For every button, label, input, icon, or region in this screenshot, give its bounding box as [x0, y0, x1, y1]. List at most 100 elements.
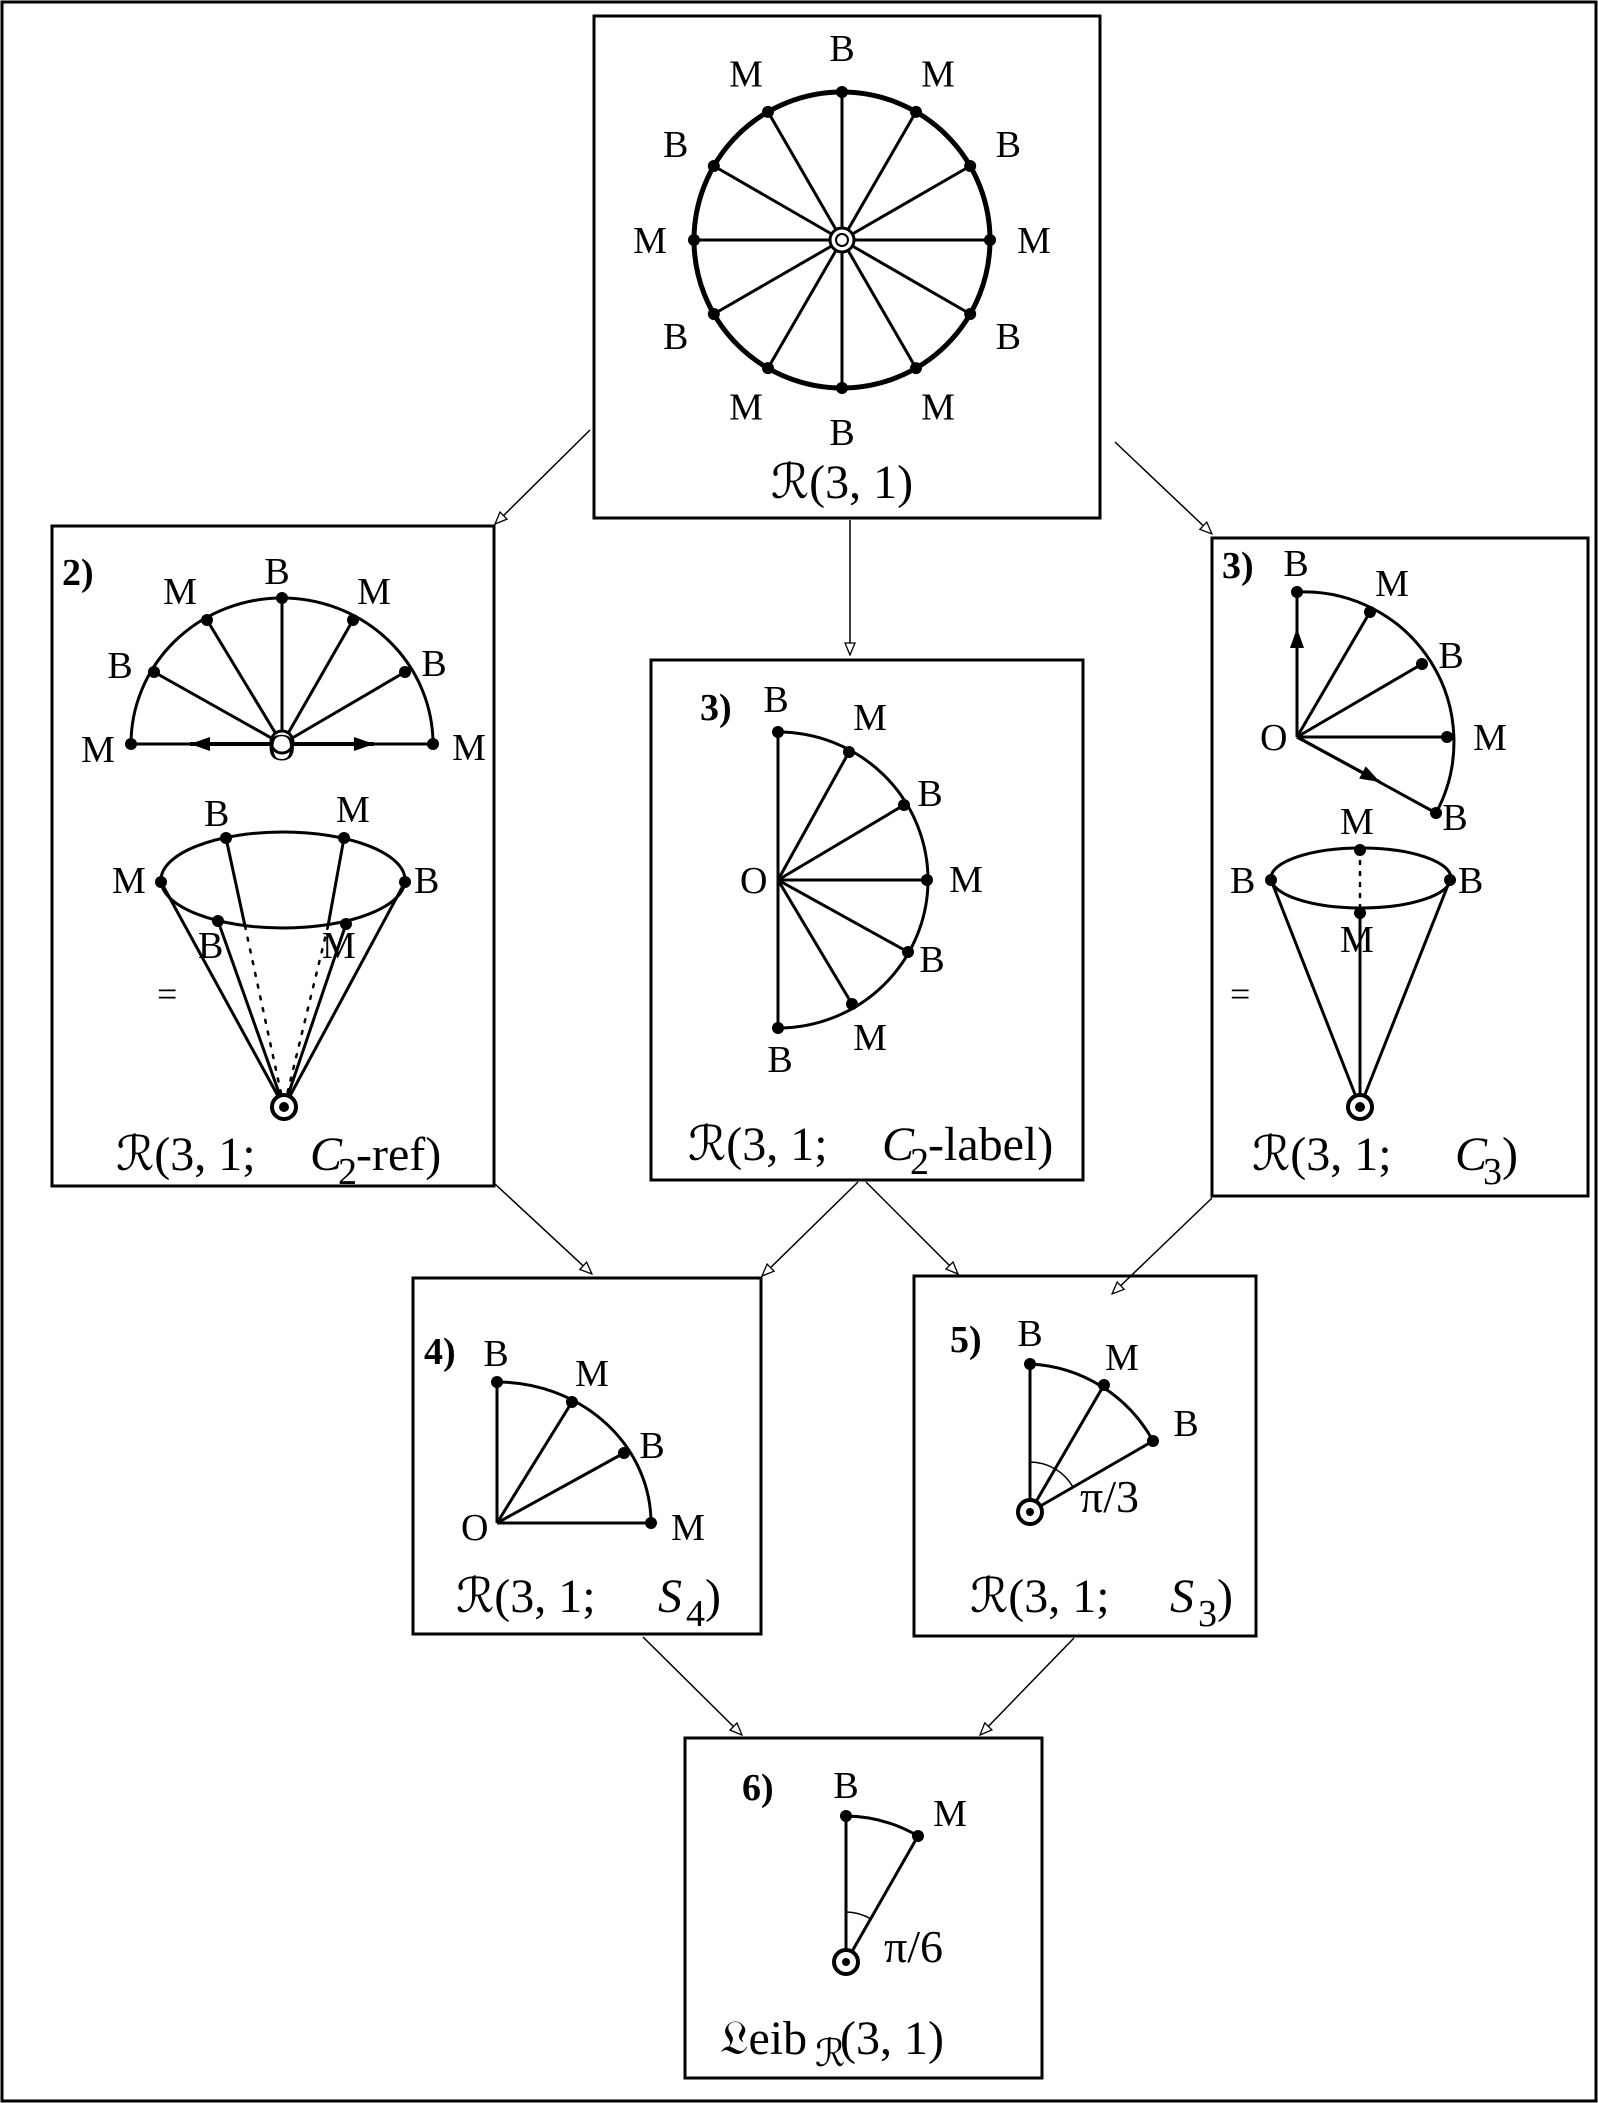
- panel-1-spoke: [841, 164, 971, 242]
- panel-4-caption-end: ): [705, 1570, 721, 1623]
- panel-3-right-spokes: [1291, 586, 1453, 819]
- panel-3-right-caption-c: C: [1455, 1128, 1488, 1181]
- panel-2-cone-label: B: [204, 793, 229, 835]
- panel-3-center-spoke: [776, 751, 851, 881]
- panel-2-vertex-label: B: [107, 645, 132, 687]
- panel-2-cone-point: [220, 832, 232, 844]
- panel-6-vertex-label: M: [933, 1793, 967, 1835]
- panel-1-spoke: [713, 164, 843, 242]
- panel-3-right-arc: [1296, 590, 1456, 814]
- panel-4-arc: [496, 1380, 653, 1524]
- panel-2-vertex-dot: [125, 738, 137, 750]
- panel-3-center-vertex-dot: [898, 799, 910, 811]
- panel-2-caption-main: ℛ(3, 1;: [116, 1128, 256, 1181]
- panel-1-vertex-dot: [707, 308, 720, 320]
- panel-2-vertex-label: M: [357, 571, 391, 613]
- panel-3-right-cone-point: [1265, 874, 1277, 886]
- panel-6-vertex-dot: [840, 1810, 852, 1822]
- panel-2-cone-right: [282, 881, 407, 1108]
- panel-2-vertex-dot: [201, 614, 213, 626]
- panel-4-caption-s: S: [658, 1570, 682, 1623]
- panel-2-vertex-dot: [399, 666, 411, 678]
- panel-5-angle-label: π/3: [1080, 1471, 1139, 1522]
- arrow-5-to-6: [980, 1637, 1075, 1735]
- panel-1-vertex-dot: [984, 234, 996, 246]
- panel-4-vertex-dot: [645, 1517, 657, 1529]
- panel-3-center-vertex-dot: [846, 998, 858, 1010]
- panel-5-caption-s: S: [1170, 1570, 1194, 1623]
- panel-5-box: [912, 1274, 1258, 1638]
- panel-3-center-vertex-label: B: [919, 939, 944, 981]
- panel-4-vertex-dot: [566, 1396, 578, 1408]
- panel-3-center-vertex-dot: [772, 726, 784, 738]
- panel-1-vertex-dot: [762, 362, 774, 375]
- panel-6-arc: [845, 1814, 919, 1838]
- panel-5-vertex-dot: [1098, 1379, 1110, 1391]
- panel-6-vertex-dot: [912, 1830, 924, 1842]
- panel-3-right-vertex-label: B: [1442, 797, 1467, 839]
- panel-4-box: [411, 1276, 763, 1636]
- panel-1-vertex-label: M: [633, 220, 667, 262]
- panel-3-center-number: 3): [700, 687, 732, 729]
- panel-2-vertex-label: M: [81, 729, 115, 771]
- panel-5: 5) BMB π/3 ℛ(3, 1; S 3 ): [912, 1274, 1258, 1638]
- panel-6-edge: [844, 1835, 920, 1963]
- panel-2-spoke: [153, 670, 283, 746]
- panel-4-spoke: [496, 1451, 625, 1525]
- panel-3-center-spoke: [777, 878, 909, 954]
- panel-3-right-equals: =: [1230, 974, 1250, 1014]
- panel-2-cone-left: [159, 881, 286, 1108]
- panel-6-vertex-label: B: [833, 1765, 858, 1807]
- panel-5-edge: [1029, 1439, 1154, 1514]
- panel-3-right-cone-point: [1444, 874, 1456, 886]
- panel-4-caption-sub: 4: [686, 1593, 705, 1635]
- panel-3-center-caption-main: ℛ(3, 1;: [688, 1118, 828, 1171]
- panel-2-cone-point: [338, 832, 350, 844]
- panel-1-center-mark: [828, 226, 856, 254]
- panel-2-cone-point: [155, 876, 167, 888]
- panel-1-vertex-dot: [910, 105, 922, 118]
- panel-1-vertex-dot: [836, 86, 848, 98]
- panel-4-vertex-label: M: [575, 1353, 609, 1395]
- panel-1-vertex-label: M: [1017, 220, 1051, 262]
- panel-4-vertex-dot: [491, 1376, 503, 1388]
- panel-4-vertex-dot: [618, 1447, 630, 1459]
- panel-4-vertex-label: B: [639, 1425, 664, 1467]
- panel-1-spoke: [713, 238, 843, 316]
- panel-5-caption-sub: 3: [1198, 1593, 1217, 1635]
- panel-4-number: 4): [424, 1331, 456, 1373]
- arrow-3c-to-4: [762, 1181, 859, 1276]
- panel-5-number: 5): [950, 1319, 982, 1361]
- panel-1-vertex-label: B: [663, 316, 688, 358]
- panel-3-center-vertex-dot: [902, 946, 914, 958]
- panel-5-caption-main: ℛ(3, 1;: [970, 1570, 1110, 1623]
- panel-3-right-vertex-label: B: [1438, 635, 1463, 677]
- panel-2-number: 2): [62, 552, 94, 594]
- panel-2-spoke: [280, 619, 355, 745]
- panel-3-center-vertex-label: M: [949, 859, 983, 901]
- panel-6-angle-arc: [845, 1911, 872, 1920]
- panel-1-vertex-label: M: [729, 386, 763, 428]
- panel-3-center-box: [649, 658, 1085, 1182]
- panel-3-right-cone-right: [1358, 879, 1452, 1108]
- panel-2-vertex-dot: [347, 614, 359, 626]
- panel-3-right-caption-sub: 3: [1483, 1151, 1502, 1193]
- panel-2-vertex-label: M: [452, 727, 486, 769]
- panel-1-vertex-label: M: [921, 54, 955, 96]
- arrow-4-to-6: [642, 1636, 742, 1735]
- panel-5-vertex-label: M: [1105, 1337, 1139, 1379]
- panel-2-equals: =: [157, 974, 177, 1014]
- panel-2-apex-dot: [279, 1102, 289, 1112]
- panel-4-vertex-label: B: [483, 1333, 508, 1375]
- panel-1-vertex-label: B: [829, 412, 854, 454]
- panel-5-vertex-label: B: [1017, 1313, 1042, 1355]
- panel-1-vertex-label: B: [996, 124, 1021, 166]
- panel-3-center-vertex-dot: [921, 874, 933, 886]
